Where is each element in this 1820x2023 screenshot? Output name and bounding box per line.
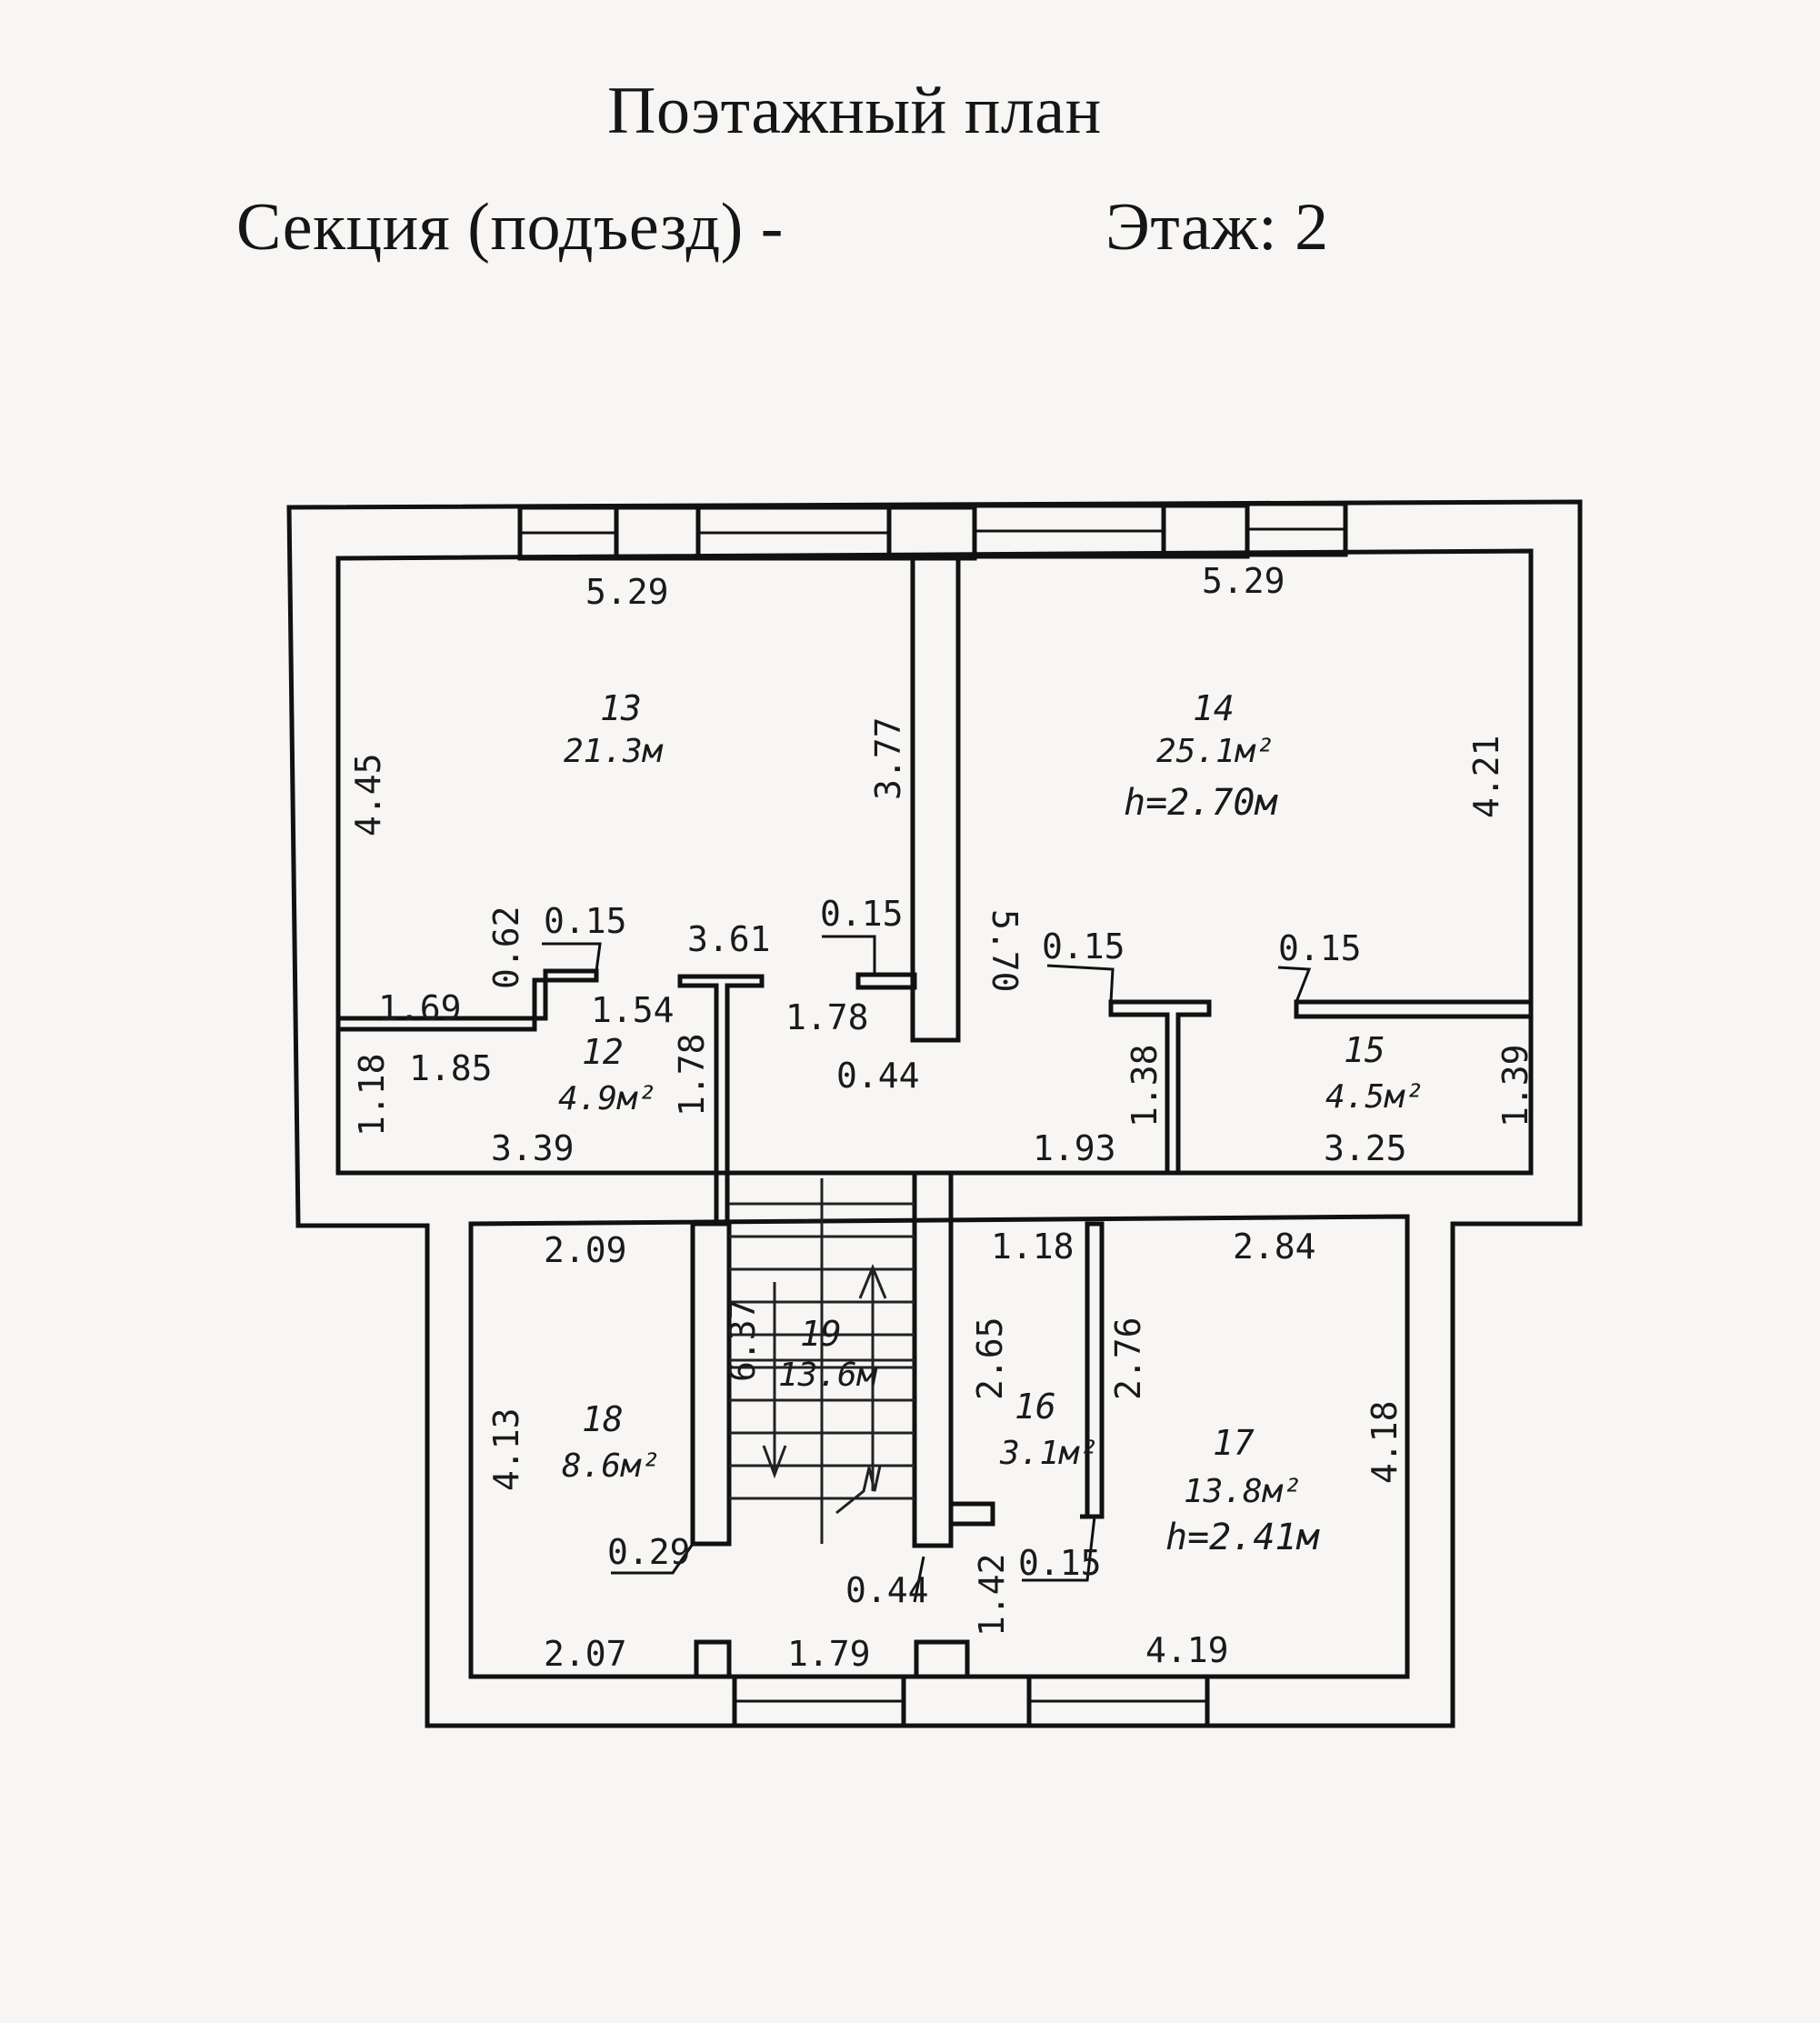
room-15-number: 15 xyxy=(1344,1030,1385,1070)
room-19-number: 19 xyxy=(800,1314,842,1354)
floor-label: Этаж: 2 xyxy=(1105,190,1329,265)
wall-stub xyxy=(855,972,917,990)
dimension-label: 0.15 xyxy=(1018,1543,1102,1583)
dimension-label: 2.84 xyxy=(1233,1227,1316,1267)
room-14-area: 25.1м² xyxy=(1156,733,1275,770)
outer-wall xyxy=(286,499,1583,1728)
room-16-area: 3.1м² xyxy=(999,1435,1098,1472)
dimension-label: 6.37 xyxy=(723,1298,763,1382)
pillar xyxy=(886,505,977,561)
dimension-label: 0.44 xyxy=(836,1056,920,1096)
dimension-label: 5.29 xyxy=(1202,561,1285,601)
stair-up-arrow-head xyxy=(858,1264,887,1299)
wall-stub xyxy=(914,1639,970,1679)
section-label: Секция (подъезд) - xyxy=(236,190,784,265)
dimension-label: 1.93 xyxy=(1033,1128,1116,1168)
leader-line xyxy=(822,935,876,975)
room-17-height: h=2.41м xyxy=(1165,1517,1320,1558)
dimension-label: 2.07 xyxy=(544,1634,627,1674)
dimension-label: 4.21 xyxy=(1466,735,1506,818)
dimension-label: 4.18 xyxy=(1365,1400,1405,1484)
stair-break-line xyxy=(835,1465,882,1515)
room-15-area: 4.5м² xyxy=(1325,1078,1424,1116)
dimension-label: 3.77 xyxy=(868,716,908,800)
dimension-label: 0.44 xyxy=(845,1570,929,1610)
room-17-area: 13.8м² xyxy=(1184,1473,1302,1510)
dimension-label: 1.85 xyxy=(409,1048,493,1088)
room-16-number: 16 xyxy=(1015,1387,1056,1427)
inner-wall-lower xyxy=(468,1214,1410,1679)
dimension-label: 1.42 xyxy=(972,1553,1012,1637)
dimension-label: 5.70 xyxy=(985,909,1025,993)
dimension-label: 1.78 xyxy=(672,1033,712,1117)
room-17-number: 17 xyxy=(1213,1423,1255,1463)
dimension-label: 2.65 xyxy=(970,1317,1010,1400)
pillar xyxy=(1161,503,1250,559)
room-12-number: 12 xyxy=(582,1032,624,1072)
dimension-label: 4.45 xyxy=(348,753,388,836)
dimension-label: 0.15 xyxy=(544,901,627,941)
partition-wall xyxy=(1085,1221,1105,1519)
room-19-area: 13.6м xyxy=(778,1357,878,1394)
room-12-area: 4.9м² xyxy=(558,1080,656,1117)
dimension-label: 3.39 xyxy=(491,1128,575,1168)
room-14-number: 14 xyxy=(1193,688,1235,728)
room-13-number: 13 xyxy=(600,688,642,728)
leader-line xyxy=(1046,964,1115,1003)
leader-line xyxy=(611,1543,695,1575)
dimension-label: 1.69 xyxy=(378,988,462,1028)
dimension-label: 3.61 xyxy=(687,919,771,959)
room-14-height: h=2.70м xyxy=(1124,782,1278,824)
dimension-label: 0.29 xyxy=(607,1532,691,1572)
stair-down-arrow-head xyxy=(762,1445,787,1479)
partition-wall xyxy=(910,556,961,1043)
partition-wall xyxy=(1294,999,1534,1019)
stair-wall xyxy=(690,1221,732,1547)
dimension-label: 5.29 xyxy=(585,572,669,612)
dimension-label: 1.18 xyxy=(991,1227,1075,1267)
leader-line xyxy=(913,1556,925,1603)
dimension-label: 0.15 xyxy=(820,894,904,934)
staircase xyxy=(729,1178,915,1544)
pillar xyxy=(614,505,701,561)
dimension-label: 0.15 xyxy=(1278,928,1362,968)
stair-t-wall xyxy=(677,974,765,1227)
dimension-label: 2.09 xyxy=(544,1230,627,1270)
dimension-label: 1.39 xyxy=(1495,1044,1535,1127)
dimension-label: 3.25 xyxy=(1324,1128,1407,1168)
wall-stub xyxy=(694,1639,732,1679)
dimension-label: 4.19 xyxy=(1145,1630,1229,1670)
dimension-labels: 5.29 5.29 4.45 3.77 5.70 4.21 0.15 0.62 … xyxy=(348,561,1535,1674)
dimension-label: 1.78 xyxy=(785,997,869,1037)
dimension-label: 1.38 xyxy=(1125,1044,1165,1127)
stair-wall xyxy=(912,1170,954,1548)
dimension-label: 4.13 xyxy=(486,1407,526,1491)
leader-line xyxy=(1022,1516,1096,1582)
room-18-number: 18 xyxy=(582,1399,624,1439)
leader-line xyxy=(1277,966,1312,1003)
leader-line xyxy=(542,942,602,972)
room-labels: 13 21.3м 14 25.1м² h=2.70м 12 4.9м² 15 4… xyxy=(558,688,1424,1558)
inner-wall-upper xyxy=(335,548,1534,1176)
dimension-label: 0.62 xyxy=(486,906,526,989)
t-wall xyxy=(1108,999,1212,1176)
room-13-area: 21.3м xyxy=(564,733,664,770)
dimension-label: 1.79 xyxy=(787,1634,871,1674)
wall-stub xyxy=(948,1501,995,1527)
dimension-label: 1.18 xyxy=(352,1053,392,1137)
dimension-label: 0.15 xyxy=(1042,926,1125,966)
pillar xyxy=(901,1674,1032,1728)
walls xyxy=(286,499,1583,1728)
partition-wall xyxy=(338,968,599,1032)
plan-title: Поэтажный план xyxy=(607,74,1102,148)
dimension-label: 2.76 xyxy=(1108,1317,1148,1400)
room-18-area: 8.6м² xyxy=(562,1447,660,1485)
dimension-label: 1.54 xyxy=(591,990,675,1030)
